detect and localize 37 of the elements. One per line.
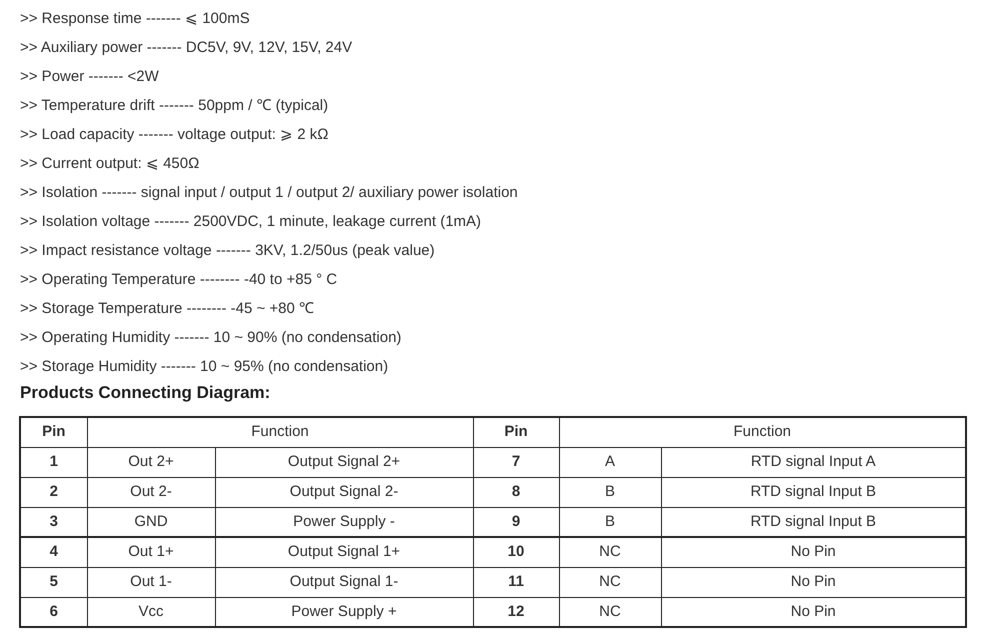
spec-line: >> Auxiliary power ------- DC5V, 9V, 12V, 15V, 24V (20, 38, 354, 58)
spec-line: >> Response time ------- ⩽ 100mS (20, 9, 251, 29)
header-cell: Pin (20, 417, 87, 447)
spec-line: >> Load capacity ------- voltage output: ⩾ 2 kΩ (20, 125, 330, 145)
table-cell: 11 (473, 567, 559, 597)
table-cell: 4 (20, 537, 87, 567)
table-cell: Output Signal 1+ (215, 537, 473, 567)
table-cell: 10 (473, 537, 559, 567)
table-cell: NC (559, 567, 661, 597)
table-cell: Output Signal 2- (215, 477, 473, 507)
table-cell: NC (559, 537, 661, 567)
table-cell: Out 1+ (87, 537, 215, 567)
table-cell: Out 1- (87, 567, 215, 597)
spec-line: >> Current output: ⩽ 450Ω (20, 154, 200, 174)
spec-line: >> Isolation ------- signal input / output 1 / output 2/ auxiliary power isolation (20, 183, 518, 203)
header-cell: Pin (473, 417, 559, 447)
table-cell: 7 (473, 447, 559, 477)
table-cell: Output Signal 1- (215, 567, 473, 597)
table-cell: 8 (473, 477, 559, 507)
table-cell: 2 (20, 477, 87, 507)
table-cell: Out 2+ (87, 447, 215, 477)
spec-line: >> Impact resistance voltage ------- 3KV, 1.2/50us (peak value) (20, 241, 436, 261)
spec-line: >> Power ------- <2W (20, 67, 160, 87)
spec-line: >> Isolation voltage ------- 2500VDC, 1 minute, leakage current (1mA) (20, 212, 482, 232)
section-title: Products Connecting Diagram: (20, 382, 270, 404)
table-cell: 1 (20, 447, 87, 477)
table-cell: B (559, 477, 661, 507)
spec-line: >> Temperature drift ------- 50ppm / ℃ (typical) (20, 96, 330, 116)
table-cell: A (559, 447, 661, 477)
spec-line: >> Operating Temperature -------- -40 to +85 ° C (20, 270, 338, 290)
spec-line: >> Operating Humidity ------- 10 ~ 90% (no condensation) (20, 328, 402, 348)
table-cell: 5 (20, 567, 87, 597)
spec-line: >> Storage Humidity ------- 10 ~ 95% (no condensation) (20, 357, 390, 377)
table-cell: Output Signal 2+ (215, 447, 473, 477)
table-cell: Out 2- (87, 477, 215, 507)
spec-line: >> Storage Temperature -------- -45 ~ +80 ℃ (20, 299, 316, 319)
header-cell: Function (87, 417, 473, 447)
